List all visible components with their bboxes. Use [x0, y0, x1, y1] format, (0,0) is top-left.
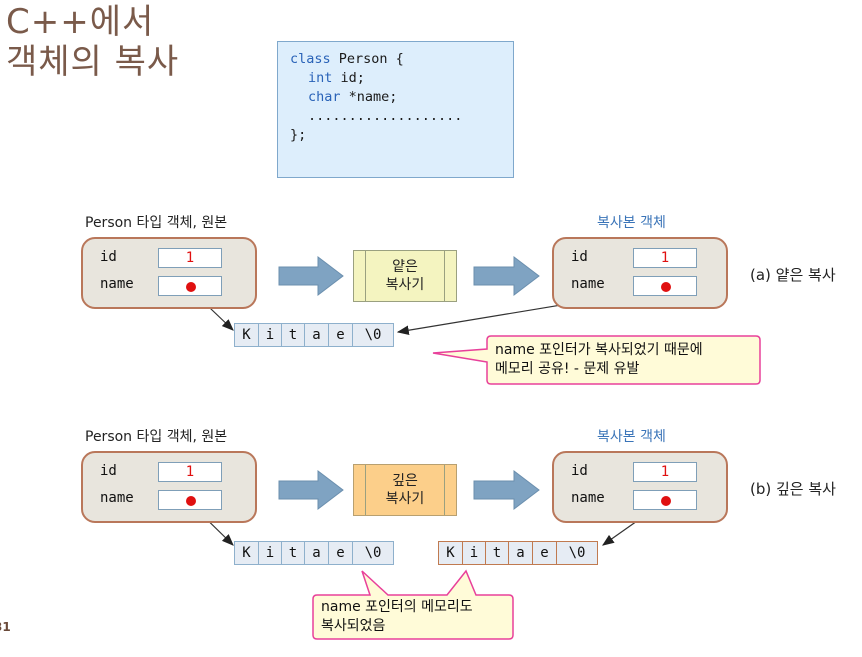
deep-copy-caption: (b) 깊은 복사 [750, 480, 836, 498]
char-cell: \0 [556, 541, 598, 565]
name-field-label: name [571, 276, 605, 292]
code-text: *name; [340, 89, 398, 105]
char-cell: t [281, 323, 305, 347]
char-cell: a [304, 323, 329, 347]
char-cell: a [508, 541, 533, 565]
pointer-dot-icon [186, 282, 196, 292]
code-keyword: char [308, 89, 341, 105]
deep-copy-object: id 1 name [552, 451, 728, 523]
title-line-1: C++에서 [6, 2, 155, 42]
char-cell: K [234, 323, 259, 347]
name-field-label: name [571, 490, 605, 506]
deep-original-label: Person 타입 객체, 원본 [85, 429, 228, 445]
title-line-2: 객체의 복사 [6, 42, 180, 82]
id-value: 1 [158, 248, 222, 268]
char-cell: K [438, 541, 463, 565]
deep-copier: 깊은 복사기 [353, 464, 457, 516]
char-cell: i [258, 323, 282, 347]
shallow-original-object: id 1 name [81, 237, 257, 309]
callout-bubble [432, 335, 761, 385]
callout-line-2: 복사되었음 [321, 618, 386, 634]
id-value: 1 [633, 462, 697, 482]
id-value: 1 [633, 248, 697, 268]
shallow-copy-label: 복사본 객체 [597, 215, 666, 231]
callout-bubble [312, 569, 514, 640]
copier-label-line-1: 얕은 [392, 259, 418, 275]
callout-line-1: name 포인터가 복사되었기 때문에 [495, 342, 703, 358]
pointer-dot-icon [661, 282, 671, 292]
flow-arrow-icon [278, 469, 344, 511]
id-field-label: id [571, 463, 588, 479]
pointer-dot-icon [661, 496, 671, 506]
callout-line-2: 메모리 공유! - 문제 유발 [495, 361, 640, 377]
char-cell: K [234, 541, 259, 565]
name-pointer-box [633, 490, 697, 510]
name-field-label: name [100, 276, 134, 292]
page-number: 31 [0, 620, 11, 634]
name-field-label: name [100, 490, 134, 506]
original-string-memory: K i t a e \0 [234, 541, 394, 565]
copier-label-line-2: 복사기 [385, 277, 425, 293]
shallow-original-label: Person 타입 객체, 원본 [85, 215, 228, 231]
id-field-label: id [100, 463, 117, 479]
id-value: 1 [158, 462, 222, 482]
name-pointer-box [158, 490, 222, 510]
flow-arrow-icon [473, 469, 540, 511]
char-cell: t [281, 541, 305, 565]
flow-arrow-icon [278, 255, 344, 297]
code-closing: }; [290, 127, 307, 143]
shallow-copy-caption: (a) 얕은 복사 [750, 266, 836, 284]
deep-original-object: id 1 name [81, 451, 257, 523]
name-pointer-box [633, 276, 697, 296]
char-cell: i [462, 541, 486, 565]
id-field-label: id [571, 249, 588, 265]
char-cell: t [485, 541, 509, 565]
class-definition-code: class Person { int id; char *name; .....… [277, 41, 514, 178]
char-cell: \0 [352, 541, 394, 565]
copied-string-memory: K i t a e \0 [438, 541, 598, 565]
shallow-callout-text: name 포인터가 복사되었기 때문에 메모리 공유! - 문제 유발 [495, 341, 703, 379]
flow-arrow-icon [473, 255, 540, 297]
deep-callout-text: name 포인터의 메모리도 복사되었음 [321, 598, 473, 636]
char-cell: e [532, 541, 557, 565]
code-text: id; [332, 70, 365, 86]
code-keyword: int [308, 70, 333, 86]
slide-title: C++에서 객체의 복사 [6, 2, 179, 82]
char-cell: e [328, 323, 353, 347]
callout-line-1: name 포인터의 메모리도 [321, 599, 473, 615]
char-cell: e [328, 541, 353, 565]
name-pointer-box [158, 276, 222, 296]
code-keyword: class [290, 51, 331, 67]
id-field-label: id [100, 249, 117, 265]
shallow-copy-object: id 1 name [552, 237, 728, 309]
char-cell: i [258, 541, 282, 565]
char-cell: \0 [352, 323, 394, 347]
code-text: Person { [330, 51, 404, 67]
char-cell: a [304, 541, 329, 565]
copier-label-line-2: 복사기 [385, 491, 425, 507]
deep-copy-label: 복사본 객체 [597, 429, 666, 445]
copier-label-line-1: 깊은 [392, 473, 418, 489]
code-ellipsis: ................... [308, 108, 463, 124]
pointer-dot-icon [186, 496, 196, 506]
shallow-copier: 얕은 복사기 [353, 250, 457, 302]
shared-string-memory: K i t a e \0 [234, 323, 394, 347]
